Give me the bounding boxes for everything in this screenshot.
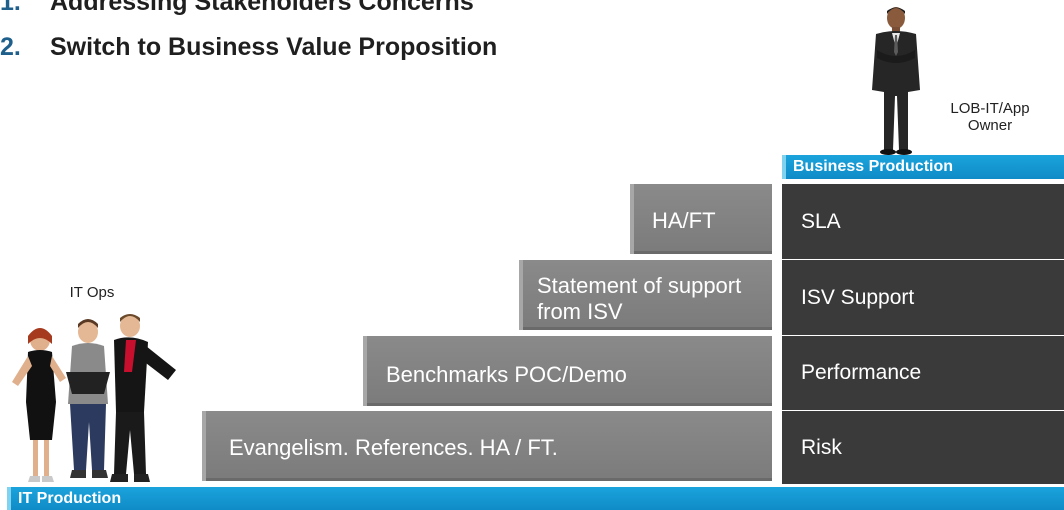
heading-2-number: 2.: [0, 33, 21, 61]
step-benchmarks: Benchmarks POC/Demo: [363, 336, 772, 406]
business-owner-figure: [872, 7, 920, 155]
category-performance: Performance: [782, 336, 1064, 411]
it-ops-label: IT Ops: [69, 284, 115, 301]
step-statement-of-support: Statement of support from ISV: [519, 260, 772, 330]
category-risk: Risk: [782, 411, 1064, 485]
category-sla: SLA: [782, 184, 1064, 260]
business-production-bar: Business Production: [782, 155, 1064, 179]
it-ops-team-figure: [12, 314, 176, 482]
category-isv-support: ISV Support: [782, 260, 1064, 336]
step-evangelism: Evangelism. References. HA / FT.: [202, 411, 772, 481]
heading-1: 1. Addressing Stakeholders Concerns: [0, 0, 474, 17]
step-ha-ft: HA/FT: [630, 184, 772, 254]
owner-label: LOB-IT/App Owner: [950, 100, 1030, 134]
heading-2: 2. Switch to Business Value Proposition: [0, 33, 497, 62]
heading-2-text: Switch to Business Value Proposition: [50, 33, 498, 61]
it-production-bar: IT Production: [7, 487, 1064, 510]
heading-1-text: Addressing Stakeholders Concerns: [50, 0, 474, 16]
heading-1-number: 1.: [0, 0, 21, 16]
